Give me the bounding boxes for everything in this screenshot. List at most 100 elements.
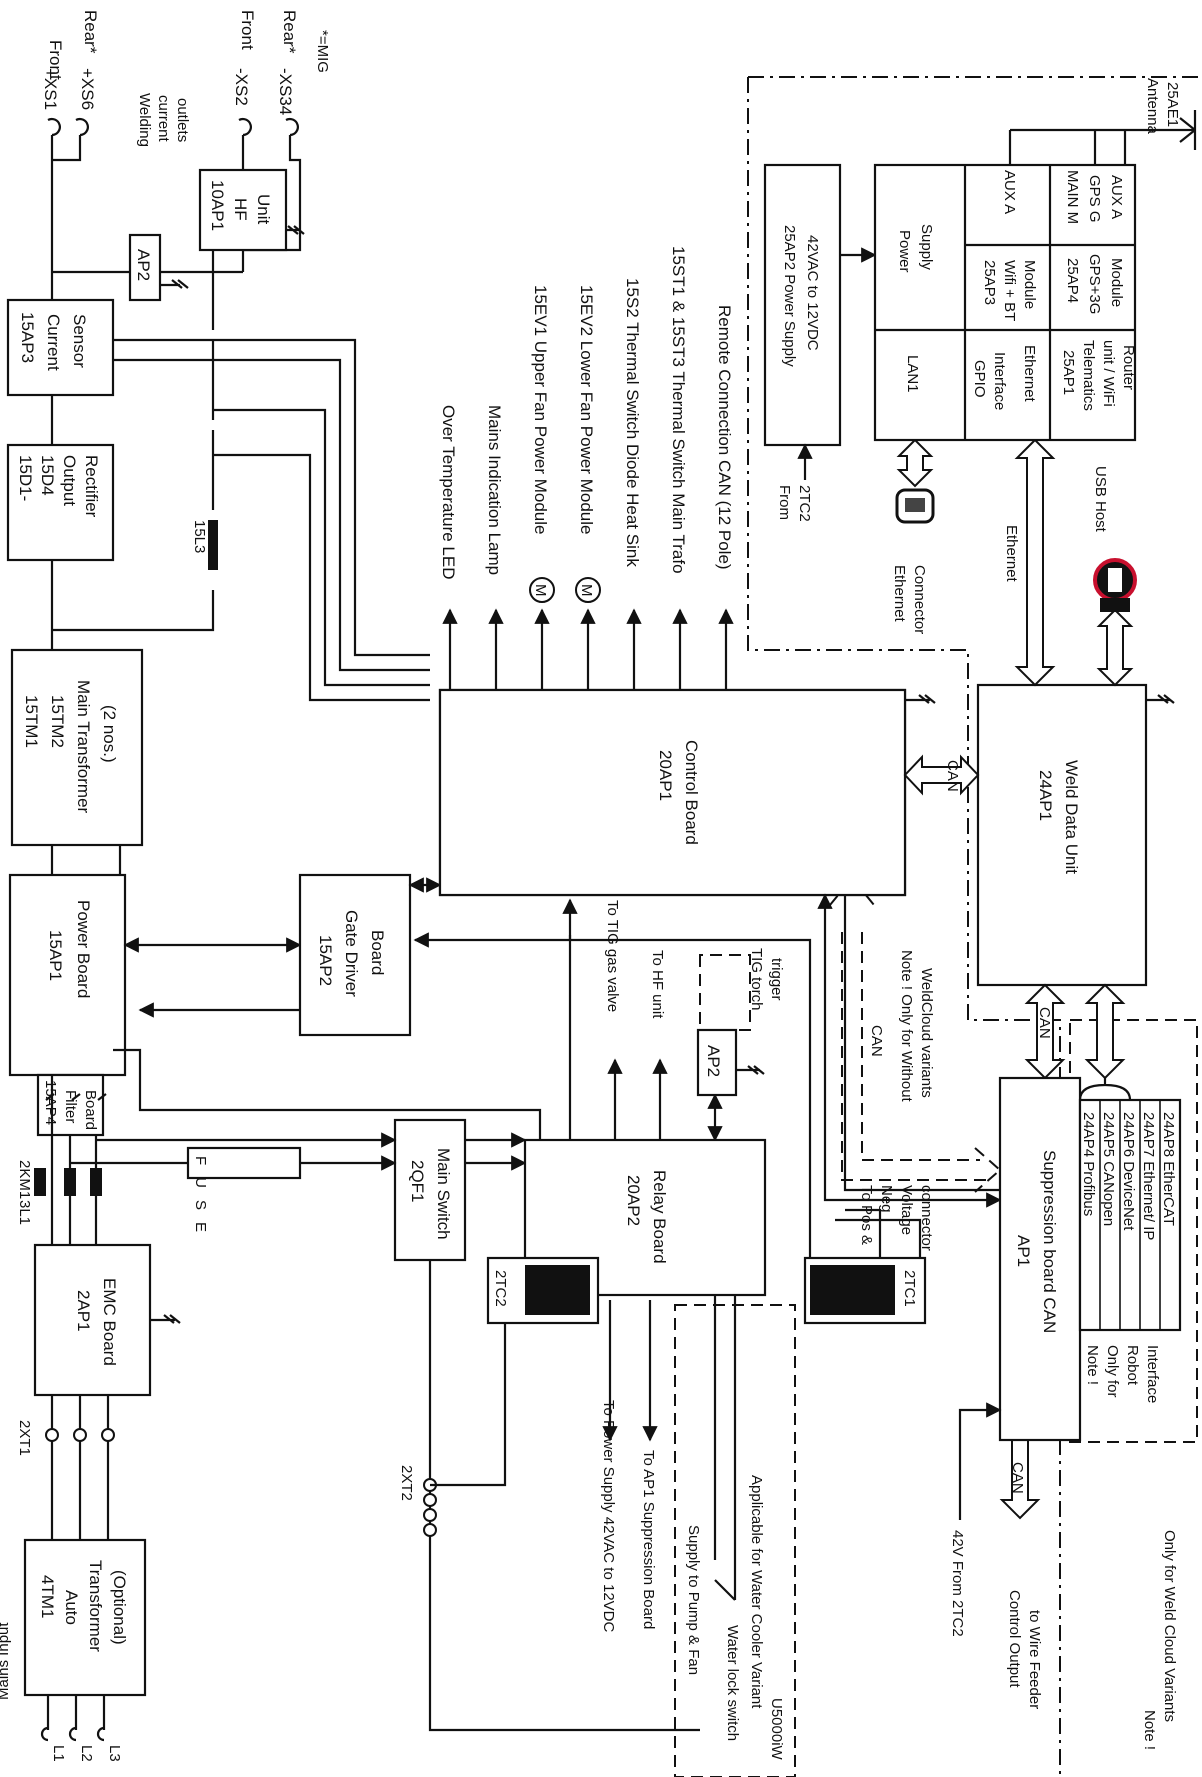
- svg-text:To Pos &: To Pos &: [858, 1185, 875, 1245]
- emc-board-box: [33, 1243, 152, 1397]
- power-board-label: 15AP1 Power Board: [46, 900, 93, 998]
- svg-text:Note !: Note !: [1084, 1345, 1101, 1385]
- psu-12v-label: 25AP2 Power Supply 42VAC to 12VDC: [781, 225, 821, 367]
- svg-text:Output: Output: [60, 455, 79, 506]
- relay-output-wiring: [602, 1208, 922, 1601]
- motor-label-1: M: [532, 584, 549, 597]
- svg-text:24AP1: 24AP1: [1036, 770, 1055, 821]
- svg-text:outlets: outlets: [174, 98, 191, 142]
- ap4-gps-label: 25AP4 GPS+3G Module: [1064, 254, 1125, 314]
- tc1-label: 2TC1: [901, 1270, 918, 1307]
- telematics-unit: [873, 163, 1137, 442]
- output-diode-heatsink: 15S2 Thermal Switch Diode Heat Sink: [623, 278, 642, 567]
- svg-text:20AP2: 20AP2: [624, 1175, 643, 1226]
- svg-text:GPS+3G: GPS+3G: [1086, 254, 1103, 314]
- svg-text:Only for Weld Cloud Variants: Only for Weld Cloud Variants: [1161, 1530, 1178, 1722]
- front-label-2: Front: [238, 10, 257, 50]
- hf-unit-label: 10AP1 HF Unit: [208, 180, 273, 231]
- svg-text:From: From: [776, 485, 793, 520]
- weldcloud-note: Note ! Only for Weld Cloud Variants: [1141, 1530, 1178, 1750]
- svg-text:15AP2: 15AP2: [316, 935, 335, 986]
- svg-text:Unit: Unit: [254, 194, 273, 225]
- emc-board-label: 2AP1 EMC Board: [74, 1278, 119, 1366]
- water-lock-label: Water lock switch: [724, 1625, 741, 1741]
- svg-text:2AP1: 2AP1: [74, 1290, 93, 1332]
- can-optional-path: [841, 932, 990, 1181]
- rear-label-2: Rear*: [280, 10, 299, 54]
- usb-arrow: [1096, 608, 1134, 687]
- control-outputs: [442, 577, 734, 690]
- weld-data-label: 24AP1 Weld Data Unit: [1036, 760, 1081, 874]
- svg-text:CAN: CAN: [868, 1025, 885, 1057]
- to-hf-label: To HF unit: [649, 950, 666, 1019]
- pump-fan-label: Supply to Pump & Fan: [685, 1525, 702, 1675]
- water-cooler-label: Applicable for Water Cooler Variant U500…: [748, 1475, 785, 1761]
- svg-text:Auto: Auto: [62, 1590, 81, 1625]
- svg-text:Filter: Filter: [62, 1090, 79, 1123]
- svg-text:TIG torch: TIG torch: [748, 948, 765, 1011]
- output-upper-fan: 15EV1 Upper Fan Power Module: [531, 285, 550, 534]
- svg-text:Board: Board: [368, 930, 387, 975]
- svg-text:EMC Board: EMC Board: [100, 1278, 119, 1366]
- output-main-trafo: 15ST1 & 15ST3 Thermal Switch Main Trafo: [669, 246, 688, 574]
- power-board-box: [8, 873, 127, 1077]
- svg-text:WeldCloud variants: WeldCloud variants: [918, 968, 935, 1098]
- gpio-label: GPIO Interface: [971, 352, 1008, 410]
- svg-text:Rectifier: Rectifier: [82, 455, 101, 518]
- svg-text:25AP2 Power Supply: 25AP2 Power Supply: [781, 225, 798, 367]
- mig-note: *=MIG: [314, 30, 331, 73]
- ethernet-port-label: Ethernet: [1021, 345, 1038, 403]
- welding-outlets-label: Welding current outlets: [136, 93, 191, 147]
- usb-host-label: USB Host: [1092, 466, 1109, 533]
- antenna-icon: [1008, 110, 1197, 165]
- l31-label: 3L1: [16, 1200, 33, 1225]
- svg-text:15TM2: 15TM2: [48, 695, 67, 748]
- svg-text:Note ! Only for Without: Note ! Only for Without: [898, 950, 915, 1103]
- xs1-label: +XS1: [41, 68, 60, 110]
- svg-text:Note !: Note !: [1141, 1710, 1158, 1750]
- tig-trigger-dash: [699, 954, 751, 1031]
- svg-text:Board: Board: [82, 1090, 99, 1130]
- choke-label: 15L3: [191, 520, 208, 553]
- xs6-label: +XS6: [78, 68, 97, 110]
- svg-text:2QF1: 2QF1: [408, 1160, 427, 1203]
- svg-text:25AP4: 25AP4: [1064, 258, 1081, 303]
- telematics-border: [747, 76, 1202, 1777]
- welding-outputs: [47, 117, 305, 300]
- relay-to-gate: [413, 932, 812, 1295]
- suppression-label: AP1 Suppression board CAN: [1014, 1150, 1059, 1333]
- lan1-label: LAN1: [904, 355, 921, 393]
- ethernet-link-label: Ethernet: [1003, 525, 1020, 583]
- svg-text:Power Board: Power Board: [74, 900, 93, 998]
- svg-text:25AP3: 25AP3: [981, 260, 998, 305]
- can-label-3: CAN: [1009, 1462, 1026, 1494]
- output-over-temp: Over Temperature LED: [439, 405, 458, 579]
- ethernet-connector-icon: [895, 488, 935, 524]
- can-arrow-supp-feeder: [999, 1439, 1041, 1520]
- fieldbus-arrow: [1084, 983, 1126, 1080]
- fuse-switch-wiring: [70, 1132, 700, 1732]
- gps-g-label: GPS G: [1086, 175, 1103, 223]
- svg-text:Suppression board CAN: Suppression board CAN: [1040, 1150, 1059, 1333]
- svg-text:Router: Router: [1120, 345, 1137, 390]
- suppression-box: [998, 1076, 1082, 1442]
- svg-text:Module: Module: [1021, 260, 1038, 309]
- svg-text:(Optional): (Optional): [110, 1570, 129, 1645]
- xt2-label: 2XT2: [398, 1465, 415, 1501]
- robot-note: Note ! Only for Robot Interface: [1084, 1345, 1161, 1403]
- svg-text:20AP1: 20AP1: [656, 750, 675, 801]
- xs34-label: -XS34: [276, 68, 295, 115]
- svg-text:15AP3: 15AP3: [18, 312, 37, 363]
- svg-text:Main Switch: Main Switch: [434, 1148, 453, 1240]
- svg-text:Wifi + BT: Wifi + BT: [1001, 260, 1018, 321]
- l3-label: L3: [106, 1745, 123, 1762]
- output-rectifier-box: [6, 443, 115, 562]
- svg-text:2TC2: 2TC2: [796, 485, 813, 522]
- svg-text:to Wire Feeder: to Wire Feeder: [1026, 1610, 1043, 1709]
- svg-text:Antenna: Antenna: [1144, 78, 1161, 135]
- svg-text:AP1: AP1: [1014, 1235, 1033, 1267]
- left-chain-wiring: [34, 250, 542, 1742]
- xs2-label: -XS2: [232, 68, 251, 106]
- svg-text:Welding: Welding: [136, 93, 153, 147]
